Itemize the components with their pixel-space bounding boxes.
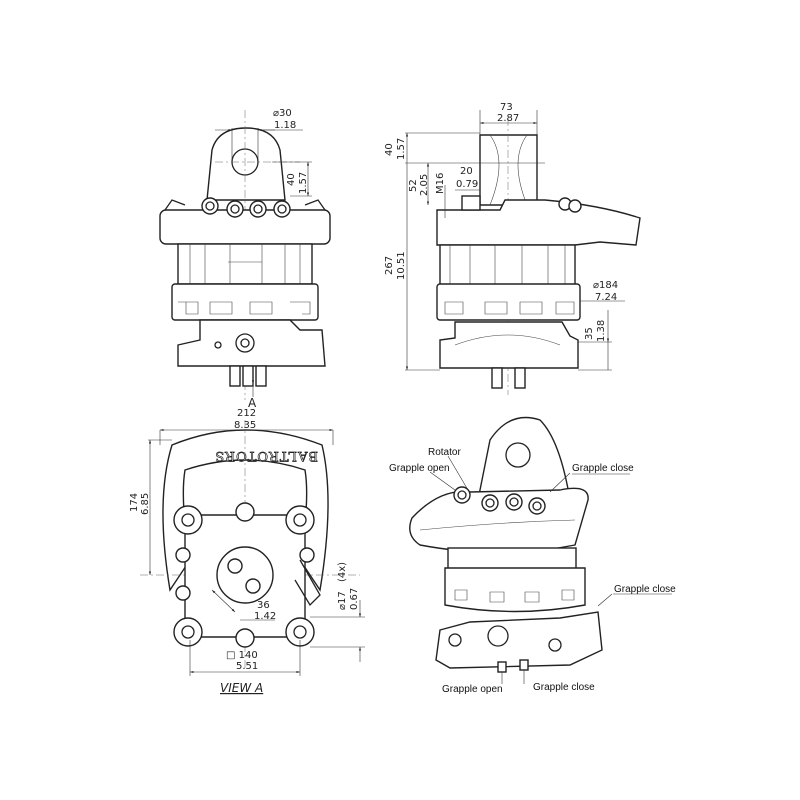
side-base xyxy=(439,321,579,369)
port-height-in: 2.05 xyxy=(419,174,430,196)
pin-diameter-mm: ⌀30 xyxy=(273,108,292,119)
hydraulic-fittings xyxy=(201,197,291,218)
iso-fittings xyxy=(453,486,546,515)
square-mm: □ 140 xyxy=(226,650,258,661)
thread-size: M16 xyxy=(435,173,446,194)
base-housing xyxy=(177,319,326,367)
total-height-mm: 267 xyxy=(384,256,395,275)
ear-width-in: 2.87 xyxy=(497,113,519,124)
pin-height-in: 1.57 xyxy=(298,172,309,194)
pin-diameter-in: 1.18 xyxy=(274,120,296,131)
swivel-center xyxy=(216,546,274,604)
height-mm: 174 xyxy=(129,493,140,512)
square-in: 5.51 xyxy=(236,661,258,672)
port-offset-mm: 20 xyxy=(460,166,473,177)
view-a: BALTROTORS 212 8.35 174 6.85 ⌀17 (4x) 0.… xyxy=(129,408,365,695)
side-fittings xyxy=(558,197,582,213)
height-in: 6.85 xyxy=(140,493,151,515)
label-grapple-close-bottom: Grapple close xyxy=(533,682,595,693)
diameter-in: 7.24 xyxy=(595,292,617,303)
ear-width-mm: 73 xyxy=(500,102,513,113)
top-height-in: 1.57 xyxy=(396,138,407,160)
port-spacing-in: 1.42 xyxy=(254,611,276,622)
top-flange xyxy=(159,209,331,245)
brand-logo: BALTROTORS xyxy=(214,448,318,463)
iso-ear xyxy=(477,416,571,501)
hole-diameter-mm: ⌀17 xyxy=(337,591,348,610)
iso-view: Rotator Grapple open Grapple close Grapp… xyxy=(389,416,676,695)
label-grapple-close-top: Grapple close xyxy=(572,463,634,474)
iso-base xyxy=(435,611,603,669)
label-grapple-open-bottom: Grapple open xyxy=(442,684,503,695)
total-height-in: 10.51 xyxy=(396,251,407,280)
side-flange-arm xyxy=(436,199,641,246)
hole-diameter-in: 0.67 xyxy=(349,588,360,610)
base-height-in: 1.38 xyxy=(596,320,607,342)
label-grapple-open-top: Grapple open xyxy=(389,463,450,474)
mounting-bolts xyxy=(173,502,315,648)
diameter-mm: ⌀184 xyxy=(593,280,618,291)
width-in: 8.35 xyxy=(234,420,256,431)
mounting-ear xyxy=(206,127,286,201)
pin-height-mm: 40 xyxy=(286,173,297,186)
width-mm: 212 xyxy=(237,408,256,419)
port-offset-in: 0.79 xyxy=(456,179,478,190)
base-height-mm: 35 xyxy=(584,327,595,340)
label-grapple-close-side: Grapple close xyxy=(614,584,676,595)
port-spacing-mm: 36 xyxy=(257,600,270,611)
base-fittings xyxy=(229,365,267,387)
handle-frame xyxy=(162,429,329,592)
port-height-mm: 52 xyxy=(408,179,419,192)
label-rotator: Rotator xyxy=(428,447,461,458)
top-height-mm: 40 xyxy=(384,143,395,156)
view-a-title: VIEW A xyxy=(220,681,263,695)
front-view: A ⌀30 1.18 40 1.57 xyxy=(159,108,331,410)
side-ear xyxy=(479,134,538,206)
side-view: 73 2.87 40 1.57 267 10.51 52 2.05 M16 20… xyxy=(384,102,641,395)
view-a-marker: A xyxy=(248,396,257,410)
iso-ring xyxy=(444,567,586,613)
hole-count: (4x) xyxy=(337,562,348,582)
